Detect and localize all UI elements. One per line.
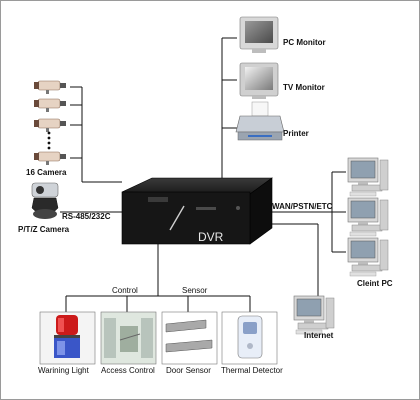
desktop-pc-icon (347, 197, 389, 237)
cctv-camera-icon (33, 80, 67, 95)
cameras-label: 16 Camera (26, 168, 67, 177)
sensor-label: Sensor (182, 286, 208, 295)
internet-label: Internet (304, 331, 334, 340)
ptz-camera-label: P/T/Z Camera (18, 225, 70, 234)
dvr-recorder-icon (121, 177, 273, 245)
desktop-pc-icon (347, 157, 389, 197)
printer-label: Printer (283, 129, 309, 138)
camera-group (33, 80, 67, 166)
crt-monitor-icon (239, 16, 279, 53)
access-control-label: Access Control (101, 366, 155, 375)
desktop-pc-icon (293, 295, 335, 335)
cctv-camera-icon (33, 98, 67, 113)
dvr-label: DVR (198, 230, 224, 244)
control-label: Control (112, 286, 138, 295)
rs485-label: RS-485/232C (62, 212, 111, 221)
desktop-pc-icon (347, 237, 389, 277)
connection-lines (60, 37, 346, 312)
door-sensor-label: Door Sensor (166, 366, 211, 375)
tv-monitor-icon (239, 62, 279, 99)
ptz-camera-icon (31, 182, 59, 219)
cctv-camera-icon (33, 151, 67, 166)
turnstile-icon (100, 311, 157, 365)
network-label: WAN/PSTN/ETC (272, 202, 333, 211)
tv-monitor-label: TV Monitor (283, 83, 325, 92)
magnetic-door-sensor-icon (161, 311, 218, 365)
cctv-camera-icon (33, 118, 67, 133)
client-pc-label: Cleint PC (357, 279, 393, 288)
thermal-detector-label: Thermal Detector (221, 366, 283, 375)
client-pc-group (347, 157, 389, 277)
thermal-detector-icon (221, 311, 278, 365)
pc-monitor-label: PC Monitor (283, 38, 326, 47)
siren-light-icon (39, 311, 96, 365)
warning-light-label: Warining Light (38, 366, 89, 375)
printer-icon (235, 101, 285, 141)
